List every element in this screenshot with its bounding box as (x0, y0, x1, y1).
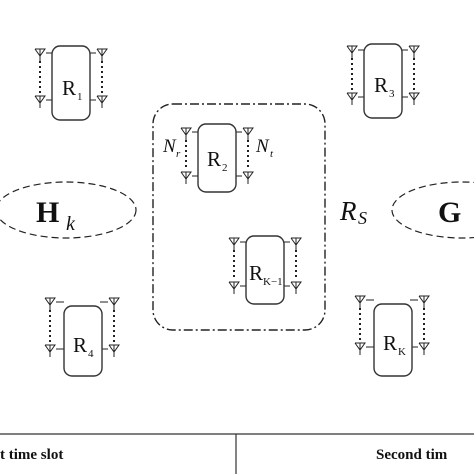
second-time-slot-label: Second tim (376, 447, 448, 463)
nr-subscript: r (176, 148, 181, 160)
channel-h-ellipse (0, 181, 137, 239)
channel-h-subscript: k (66, 213, 76, 235)
relay-r2-subscript: 2 (222, 162, 228, 174)
relay-r3-subscript: 3 (389, 88, 395, 100)
relay-node-r4: R 4 (44, 297, 120, 377)
relay-r1-label: R (62, 76, 76, 100)
relay-rk-label: R (383, 331, 397, 355)
relay-rk-1-label: R (249, 261, 263, 285)
first-time-slot-label: t time slot (0, 447, 63, 463)
rs-label: R (339, 196, 357, 226)
nt-label: N (255, 136, 270, 157)
relay-r1-subscript: 1 (77, 91, 83, 103)
relay-r4-subscript: 4 (88, 348, 94, 360)
relay-node-r3: R 3 (346, 43, 420, 119)
relay-r4-label: R (73, 333, 87, 357)
relay-node-r1: R 1 (34, 45, 108, 121)
channel-g-ellipse (391, 181, 474, 239)
rs-subscript: S (358, 208, 367, 228)
relay-node-r2: R 2 (180, 123, 254, 193)
relay-cluster-box (152, 103, 326, 331)
channel-h-label: H (36, 196, 59, 229)
relay-node-rk: R K (354, 295, 430, 377)
nt-subscript: t (270, 148, 274, 160)
relay-rk-1-subscript: K−1 (263, 276, 283, 288)
relay-node-rk-1: R K−1 (228, 235, 302, 305)
relay-r2-label: R (207, 147, 221, 171)
nr-label: N (162, 136, 177, 157)
relay-rk-subscript: K (398, 346, 406, 358)
relay-r3-label: R (374, 73, 388, 97)
channel-g-label: G (438, 196, 461, 229)
